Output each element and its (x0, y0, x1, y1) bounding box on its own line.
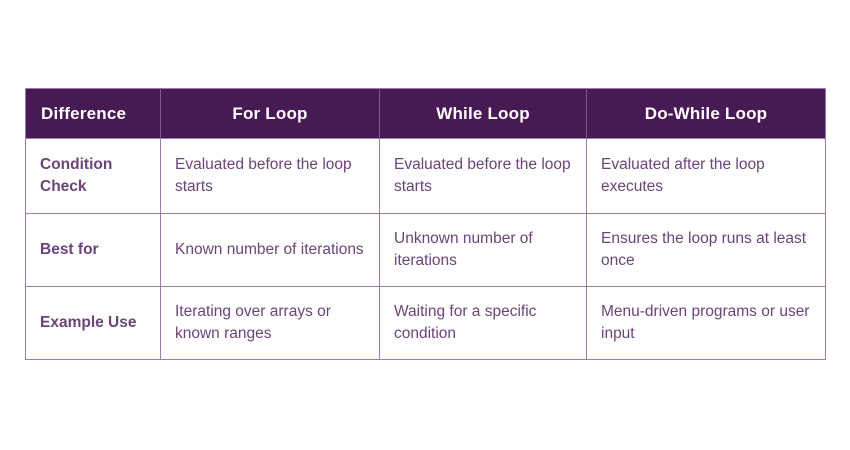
column-header-difference: Difference (25, 88, 161, 139)
cell-for-loop-condition-check: Evaluated before the loop starts (160, 138, 380, 214)
loop-comparison-table: Difference For Loop While Loop Do-While … (25, 88, 826, 360)
cell-while-loop-best-for: Unknown number of iterations (379, 213, 587, 287)
cell-do-while-loop-best-for: Ensures the loop runs at least once (586, 213, 826, 287)
column-header-while-loop: While Loop (379, 88, 587, 139)
column-header-do-while-loop: Do-While Loop (586, 88, 826, 139)
row-label-example-use: Example Use (25, 286, 161, 360)
cell-do-while-loop-condition-check: Evaluated after the loop executes (586, 138, 826, 214)
cell-for-loop-example-use: Iterating over arrays or known ranges (160, 286, 380, 360)
cell-for-loop-best-for: Known number of iterations (160, 213, 380, 287)
table-row: Condition Check Evaluated before the loo… (25, 138, 826, 214)
table-body: Condition Check Evaluated before the loo… (25, 138, 826, 360)
row-label-condition-check: Condition Check (25, 138, 161, 214)
cell-do-while-loop-example-use: Menu-driven programs or user input (601, 303, 810, 342)
cell-while-loop-example-use: Waiting for a specific condition (379, 286, 587, 360)
table-header: Difference For Loop While Loop Do-While … (25, 88, 826, 139)
cell-while-loop-condition-check: Evaluated before the loop starts (379, 138, 587, 214)
table-row: Best for Known number of iterations Unkn… (25, 213, 826, 287)
header-row: Difference For Loop While Loop Do-While … (25, 88, 826, 139)
column-header-for-loop: For Loop (160, 88, 380, 139)
row-label-best-for: Best for (25, 213, 161, 287)
comparison-table-container: Difference For Loop While Loop Do-While … (25, 88, 826, 360)
table-row: Example Use Iterating over arrays or kno… (25, 286, 826, 360)
